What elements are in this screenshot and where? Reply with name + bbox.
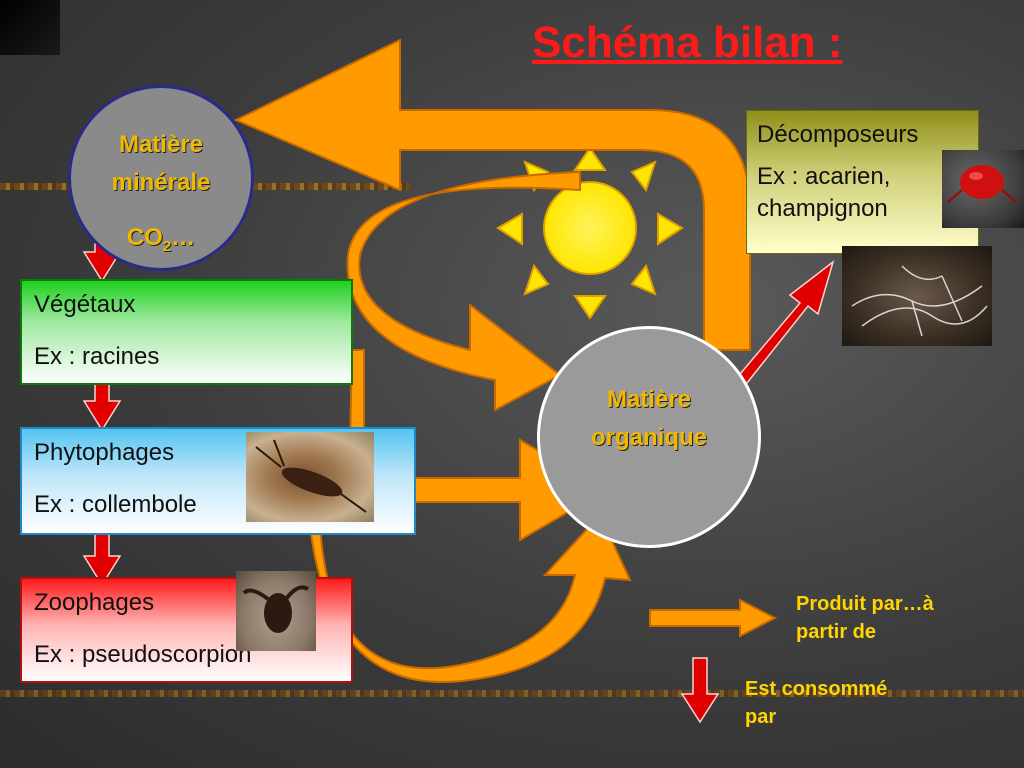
legend-consumed-line1: Est consommé: [745, 678, 888, 700]
legend-produced-line2: partir de: [796, 621, 877, 643]
organic-label-line1: Matière: [606, 386, 692, 413]
corner-decoration: [0, 0, 60, 55]
collembole-icon: [255, 439, 367, 513]
decorative-strip: [0, 690, 1024, 697]
return-arrow: [233, 38, 751, 351]
organic-matter-circle: Matière organique: [537, 326, 761, 548]
pseudoscorpion-photo: [236, 571, 316, 651]
pseudoscorpion-icon: [242, 585, 310, 633]
produce-arrow-legend: [649, 598, 778, 638]
sun-icon: [496, 146, 684, 320]
zoophages-example: Ex : pseudoscorpion: [34, 641, 252, 668]
zoophages-name: Zoophages: [34, 589, 155, 616]
phytophages-example: Ex : collembole: [34, 491, 197, 518]
legend-consumed: Est consommé par: [745, 675, 887, 731]
page-title: Schéma bilan :: [532, 18, 843, 67]
mineral-matter-circle: Matière minérale CO2…: [68, 85, 254, 271]
phyto-arrow: [308, 513, 632, 684]
acarien-icon: [947, 165, 1017, 203]
consume-arrow-legend: [680, 657, 720, 724]
phytophages-box: Phytophages Ex : collembole: [20, 427, 416, 535]
consume-arrow-organic-decomp: [733, 260, 835, 390]
decomposeurs-example-line2: champignon: [757, 195, 888, 222]
mineral-label-line1: Matière: [118, 131, 204, 158]
organic-label-line2: organique: [590, 424, 707, 451]
vegetaux-box: Végétaux Ex : racines: [20, 279, 353, 385]
mineral-label-line2: minérale: [111, 169, 211, 196]
vegetaux-example: Ex : racines: [34, 343, 160, 370]
decomposeurs-box: Décomposeurs Ex : acarien, champignon: [746, 110, 979, 254]
legend-produced-line1: Produit par…à: [796, 593, 934, 615]
loop-arrow: [346, 170, 581, 412]
co2-label: CO2…: [71, 223, 251, 262]
phytophages-name: Phytophages: [34, 439, 175, 466]
zoophages-box: Zoophages Ex : pseudoscorpion: [20, 571, 353, 683]
co2-subscript: 2: [162, 237, 172, 255]
acarien-photo: [942, 150, 1024, 228]
legend-consumed-line2: par: [745, 706, 777, 728]
champignon-photo: [842, 246, 992, 346]
champignon-icon: [851, 265, 988, 337]
legend-produced: Produit par…à partir de: [796, 590, 934, 646]
co2-ellipsis: …: [171, 224, 196, 251]
vegetaux-name: Végétaux: [34, 291, 136, 318]
collembole-photo: [246, 432, 374, 522]
co2-text: CO: [126, 224, 163, 251]
decomposeurs-name: Décomposeurs: [757, 121, 919, 148]
decomposeurs-example-line1: Ex : acarien,: [757, 163, 891, 190]
